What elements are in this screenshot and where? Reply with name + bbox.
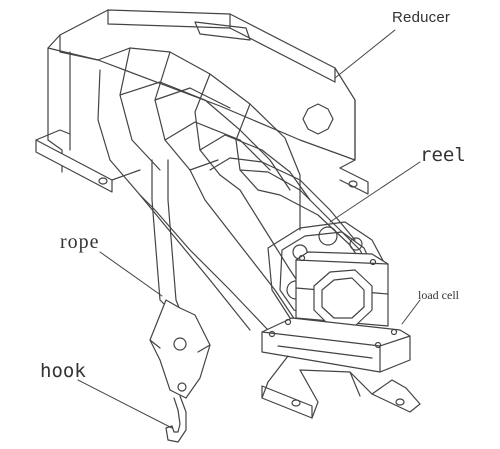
reel-drum [97, 47, 381, 331]
reducer-label: Reducer [392, 9, 451, 26]
load-cell-leader [401, 299, 421, 325]
bearing-block [295, 251, 389, 327]
reducer-housing [35, 9, 369, 195]
rope-leader [99, 251, 163, 297]
hook-leader [77, 379, 173, 429]
load-cell-label: load cell [418, 288, 459, 302]
hook-label: hook [40, 360, 86, 382]
reducer-leader [334, 29, 396, 79]
load-cell-base [261, 317, 421, 419]
hook [149, 299, 211, 443]
reel-leader [329, 161, 421, 223]
reel-label: reel [420, 144, 466, 166]
rope [151, 159, 181, 311]
leader-lines [77, 29, 421, 429]
rope-label: rope [60, 231, 100, 253]
reducer-shaft-octagon [302, 103, 334, 135]
